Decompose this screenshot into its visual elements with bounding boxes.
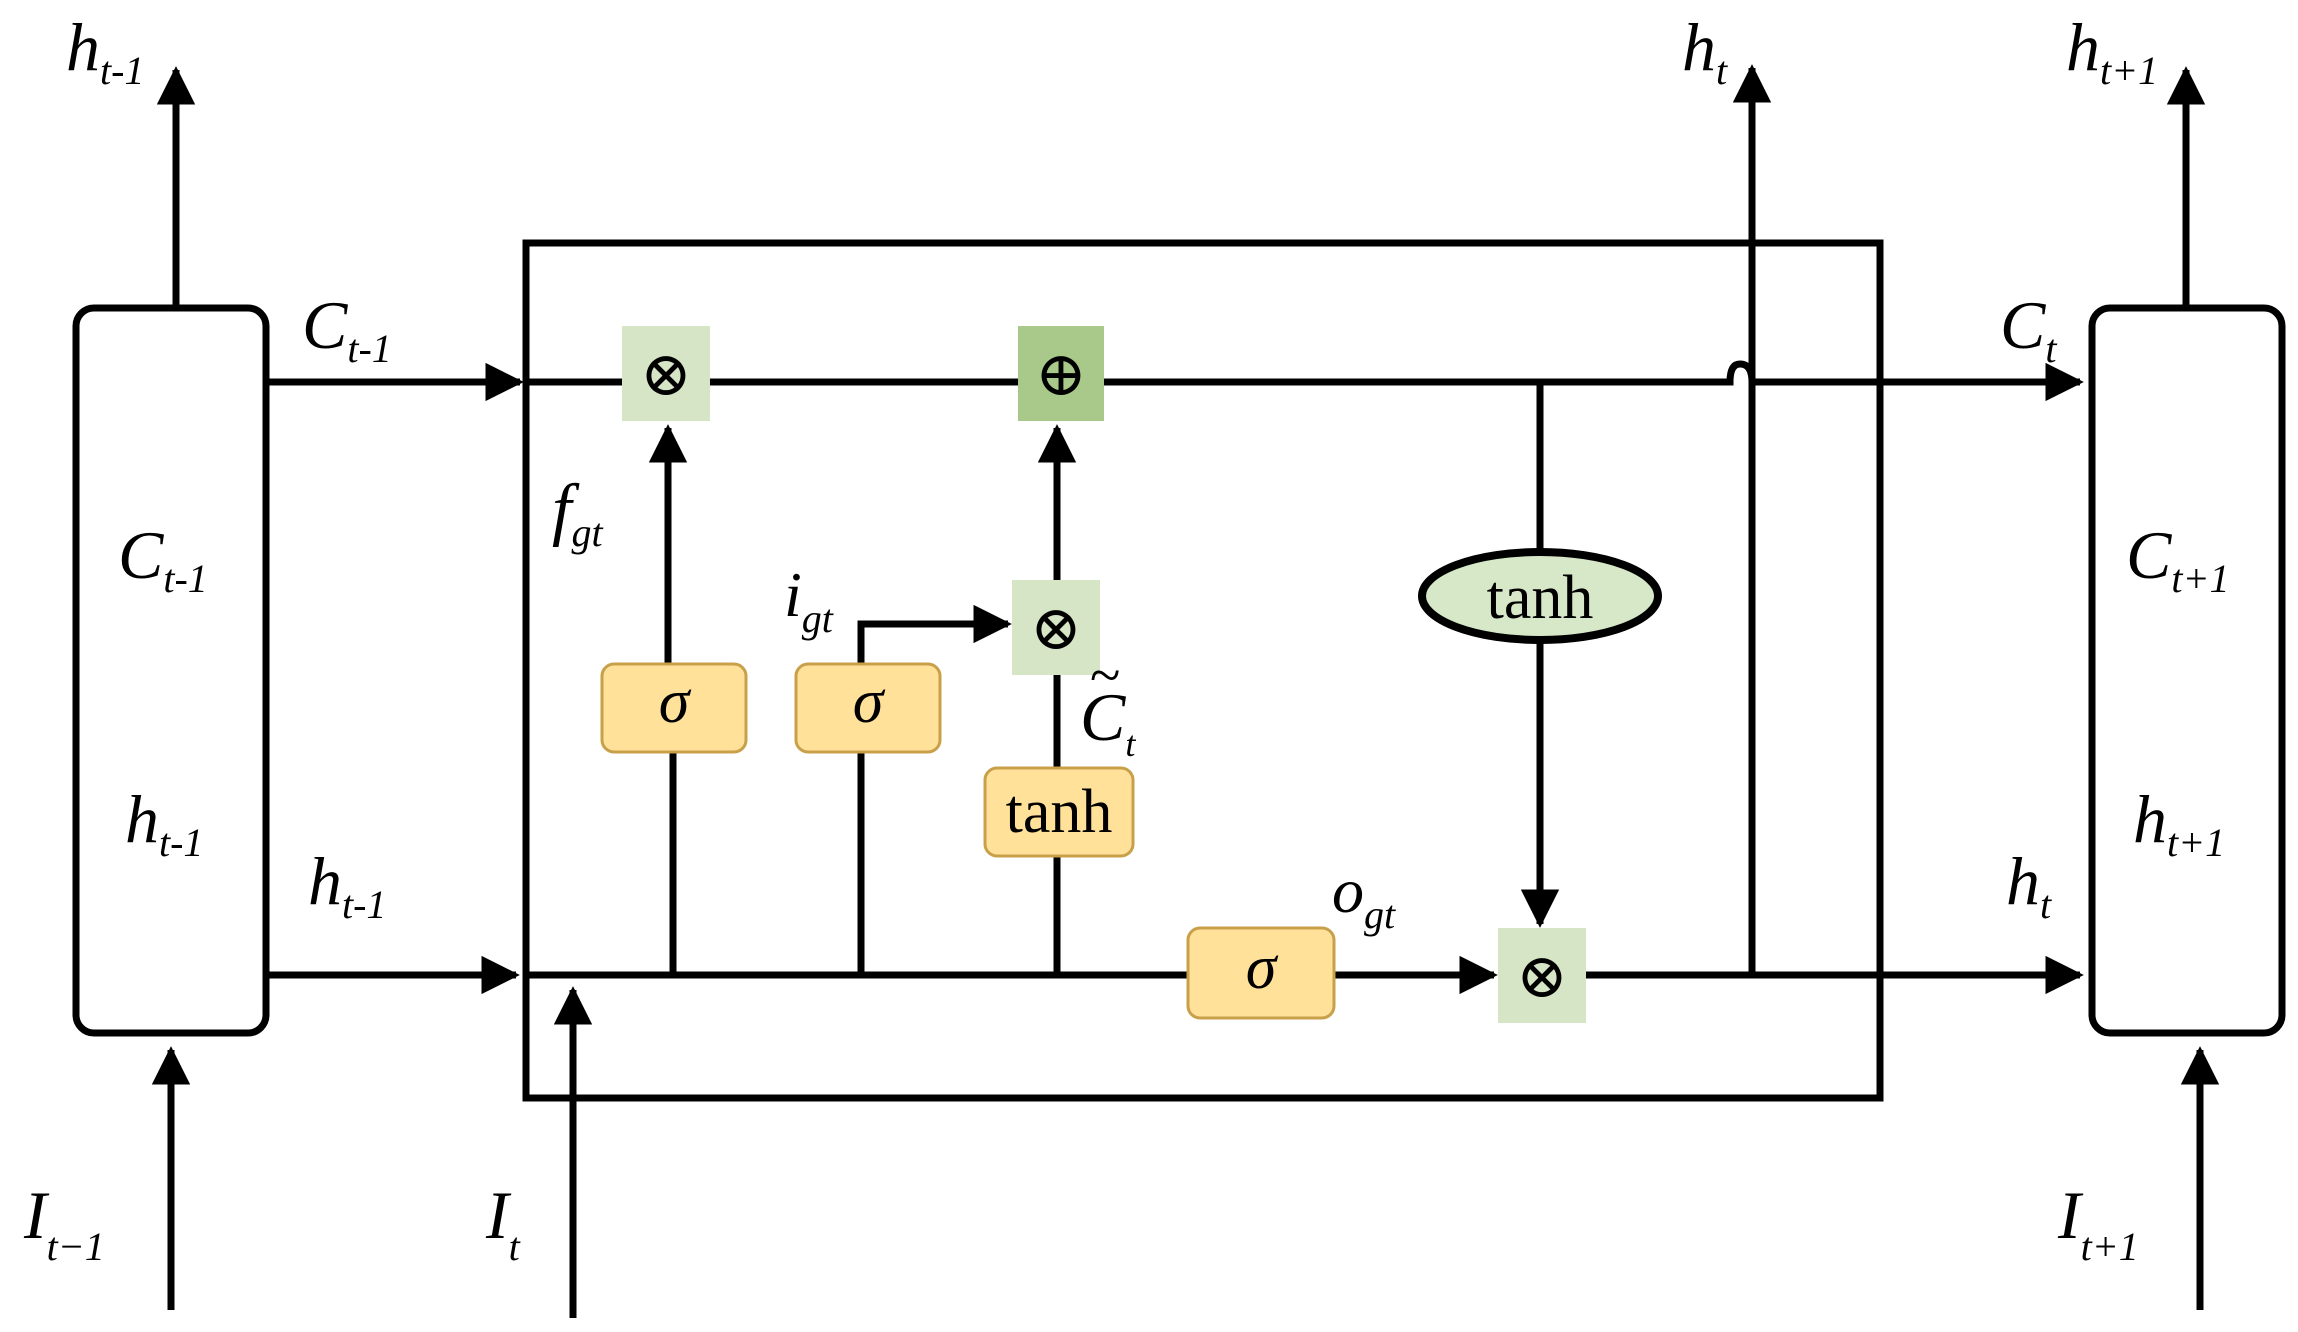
right-cell-h-label: ht+1: [2133, 781, 2225, 865]
left-cell-h-label: ht-1: [125, 781, 203, 865]
output-multiply-box: [1498, 928, 1586, 1023]
multiply-icon: ⊗: [640, 341, 692, 409]
forget-multiply-node: ⊗: [622, 326, 710, 421]
candidate-tilde: ~: [1090, 645, 1120, 707]
tanh-label: tanh: [1006, 778, 1113, 846]
cell-state-line-3: [1104, 360, 1756, 386]
forget-multiply-box: [622, 326, 710, 421]
c-out-label: Ct: [2000, 287, 2057, 371]
left-cell-box: [72, 304, 270, 1037]
sigma-symbol: σ: [1246, 934, 1279, 1002]
output-gate: σ: [1186, 926, 1336, 1020]
i-next-label: It+1: [2057, 1177, 2139, 1269]
input-gate: σ: [794, 662, 942, 754]
i-cur-label: It: [485, 1177, 521, 1269]
forget-gate-label: fgt: [552, 471, 603, 555]
input-multiply-node: ⊗: [1012, 580, 1100, 675]
forget-sigma-box: [600, 662, 748, 754]
output-tanh-node: tanh: [1418, 548, 1662, 644]
right-cell-c-label: Ct+1: [2126, 517, 2229, 601]
c-in-label: Ct-1: [302, 287, 392, 371]
left-cell-c-label: Ct-1: [118, 517, 208, 601]
h-prev-top-label: ht-1: [66, 9, 144, 93]
input-gate-label: igt: [784, 559, 834, 641]
multiply-icon: ⊗: [1516, 943, 1568, 1011]
input-arrow: [857, 604, 1012, 665]
tanh-label: tanh: [1487, 564, 1594, 632]
add-box: [1018, 326, 1104, 421]
i-prev-label: It−1: [23, 1177, 105, 1269]
right-cell-box: [2088, 304, 2286, 1037]
candidate-tanh-box: [983, 766, 1135, 858]
input-multiply-box: [1012, 580, 1100, 675]
multiply-icon: ⊗: [1030, 595, 1082, 663]
h-t-top-label: ht: [1682, 9, 1728, 93]
output-tanh-ellipse: [1418, 548, 1662, 644]
h-out-label: ht: [2006, 843, 2052, 927]
h-next-top-label: ht+1: [2066, 9, 2158, 93]
sigma-symbol: σ: [659, 668, 692, 736]
output-gate-label: ogt: [1332, 855, 1396, 937]
candidate-tanh-gate: tanh: [983, 766, 1135, 858]
add-node: ⊕: [1018, 326, 1104, 421]
connection-lines: [151, 64, 2220, 1318]
candidate-label: Ct: [1080, 679, 1136, 764]
output-multiply-node: ⊗: [1498, 928, 1586, 1023]
add-icon: ⊕: [1035, 341, 1087, 409]
sigma-symbol: σ: [853, 668, 886, 736]
output-sigma-box: [1186, 926, 1336, 1020]
input-sigma-box: [794, 662, 942, 754]
forget-gate: σ: [600, 662, 748, 754]
h-in-label: ht-1: [308, 843, 386, 927]
lstm-cell-box: [522, 239, 1884, 1102]
